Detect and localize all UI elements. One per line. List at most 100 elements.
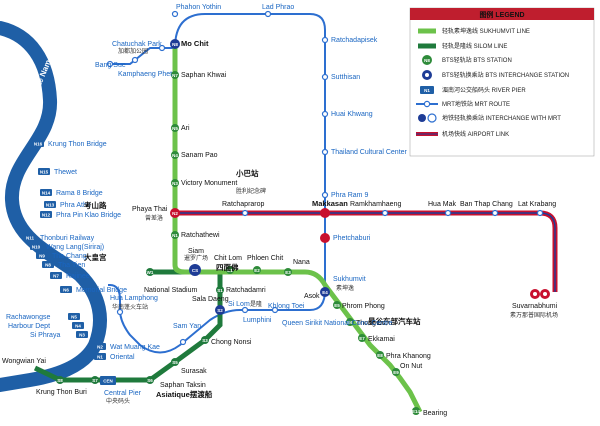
svg-text:E7: E7 [359,336,365,341]
svg-text:Tha Chang: Tha Chang [52,253,87,260]
svg-text:地铁轻轨换乘站 INTERCHANGE WITH MRT: 地铁轻轨换乘站 INTERCHANGE WITH MRT [442,114,561,122]
svg-text:Thewet: Thewet [54,169,77,176]
mrt-station [264,10,272,18]
svg-text:Chong Nonsi: Chong Nonsi [211,339,252,346]
svg-text:BTS轻轨换乘站 BTS INTERCHANGE STATI: BTS轻轨换乘站 BTS INTERCHANGE STATION [442,71,569,79]
svg-text:Ratchadapisek: Ratchadapisek [331,37,378,44]
svg-text:Sam Yan: Sam Yan [173,323,201,330]
svg-text:Lumphini: Lumphini [243,317,272,324]
svg-text:Thonburi Railway: Thonburi Railway [40,235,95,242]
svg-text:S3: S3 [202,338,208,343]
svg-text:轻轨素坤逸线 SUKHUMVIT LINE: 轻轨素坤逸线 SUKHUMVIT LINE [442,27,530,35]
svg-text:Si Phraya: Si Phraya [30,332,60,339]
bts-labels: Mo Chit Saphan Khwai Ari Sanam Pao Victo… [2,39,447,417]
svg-text:Phahon Yothin: Phahon Yothin [176,4,221,11]
svg-text:S8: S8 [57,378,63,383]
svg-text:S1: S1 [217,288,223,293]
svg-text:E9: E9 [393,370,399,375]
svg-text:湄南河公交船码头 RIVER PIER: 湄南河公交船码头 RIVER PIER [442,86,526,94]
svg-text:E6: E6 [347,320,353,325]
chao-phraya-river [0,21,107,392]
svg-text:N8: N8 [424,58,430,63]
svg-text:MRT地铁站 MRT ROUTE: MRT地铁站 MRT ROUTE [442,100,510,108]
station-nana: E3 [284,268,292,276]
svg-text:Oriental: Oriental [110,354,135,361]
svg-text:E1: E1 [227,268,233,273]
svg-text:N14: N14 [42,191,51,196]
svg-text:N9: N9 [39,254,45,259]
mrt-station [158,44,166,52]
pier-n4: N4 [72,322,84,329]
mrt-station [321,36,329,44]
svg-text:Bang Sue: Bang Sue [95,62,126,69]
svg-text:Makkasan: Makkasan [312,199,348,208]
svg-text:CS: CS [192,268,198,273]
pier-n16: N16 [32,140,44,147]
interchanges: N8 N2 E4 S2 CS [170,39,550,315]
svg-text:Rajinee: Rajinee [66,273,90,280]
svg-text:N1: N1 [172,233,178,238]
svg-text:BTS轻轨站 BTS STATION: BTS轻轨站 BTS STATION [442,56,512,64]
bts-interchange-icon [422,70,432,80]
mrt-station [106,60,114,68]
sukhumvit-line [172,42,423,414]
svg-text:小巴站: 小巴站 [236,168,259,178]
svg-text:Ban Thap Chang: Ban Thap Chang [460,201,513,208]
svg-text:Thailand Cultural Center: Thailand Cultural Center [331,149,408,156]
svg-text:Krung Thon Bridge: Krung Thon Bridge [48,141,107,148]
mrt-station [241,306,249,314]
svg-text:Suvarnabhumi: Suvarnabhumi [512,303,558,310]
svg-text:考山路: 考山路 [84,200,107,210]
pier-n6: N6 [60,286,72,293]
svg-text:Phrom Phong: Phrom Phong [342,303,385,310]
station-victory: N3 [171,179,179,187]
svg-text:素万那普国际机场: 素万那普国际机场 [510,311,558,319]
interchange-asok-icon: E4 [320,287,330,297]
station-ratchathewi: N1 [171,231,179,239]
svg-text:Phloen Chit: Phloen Chit [247,255,283,262]
legend-title: 图例 LEGEND [479,10,524,19]
svg-text:Queen Sirikit National Conv. C: Queen Sirikit National Conv. Centre [282,320,392,327]
svg-text:Saphan Khwai: Saphan Khwai [181,72,227,79]
svg-text:Asiatique摆渡船: Asiatique摆渡船 [156,389,213,399]
svg-text:N4: N4 [172,153,178,158]
svg-text:S5: S5 [172,360,178,365]
svg-text:N8: N8 [172,42,178,47]
interchange-sala-daeng-icon: S2 [215,305,225,315]
mrt-interchange-icon [418,113,437,123]
svg-text:华南蓬火车站: 华南蓬火车站 [112,303,148,311]
pier-n8: N8 [42,261,54,268]
station-chong-nonsi: S3 [201,336,209,344]
svg-text:Wat Muang Kae: Wat Muang Kae [110,344,160,351]
svg-text:On Nut: On Nut [400,363,422,370]
mrt-route-icon [416,100,438,108]
svg-text:轻轨是隆线 SILOM LINE: 轻轨是隆线 SILOM LINE [442,42,507,50]
svg-text:四面佛: 四面佛 [216,262,239,272]
svg-text:中央码头: 中央码头 [106,397,130,405]
svg-text:Saphan Taksin: Saphan Taksin [160,382,206,389]
pier-n3: N3 [76,331,88,338]
svg-text:Wongwian Yai: Wongwian Yai [2,358,46,365]
svg-text:S2: S2 [217,308,223,313]
station-sanam-pao: N4 [171,151,179,159]
station-phra-khanong: E8 [376,351,384,359]
svg-text:E5: E5 [334,303,340,308]
station-thong-lo: E6 [346,318,354,326]
svg-text:大皇宫: 大皇宫 [84,252,107,262]
svg-text:Phaya Thai: Phaya Thai [132,206,168,213]
legend: 图例 LEGEND 轻轨素坤逸线 SUKHUMVIT LINE 轻轨是隆线 SI… [409,7,595,157]
pier-labels: Krung Thon Bridge Thewet Rama 8 Bridge P… [6,141,160,405]
svg-text:Lad Phrao: Lad Phrao [262,4,294,11]
landmarks: 考山路 大皇宫 四面佛 Asiatique摆渡船 [84,200,239,399]
svg-text:N3: N3 [79,333,85,338]
svg-text:Mo Chit: Mo Chit [181,39,209,48]
mrt-station [444,209,452,217]
pier-n15: N15 [38,168,50,175]
svg-text:曼谷东部汽车站: 曼谷东部汽车站 [368,316,421,326]
svg-text:S6: S6 [147,378,153,383]
bts-stations: N7 N5 N4 N3 N1 E1 E2 E3 E5 E6 E7 E8 E9 E… [56,71,420,415]
interchange-mo-chit-icon: N8 [170,39,180,49]
mrt-stations [106,10,544,346]
svg-text:Huai Khwang: Huai Khwang [331,111,373,118]
